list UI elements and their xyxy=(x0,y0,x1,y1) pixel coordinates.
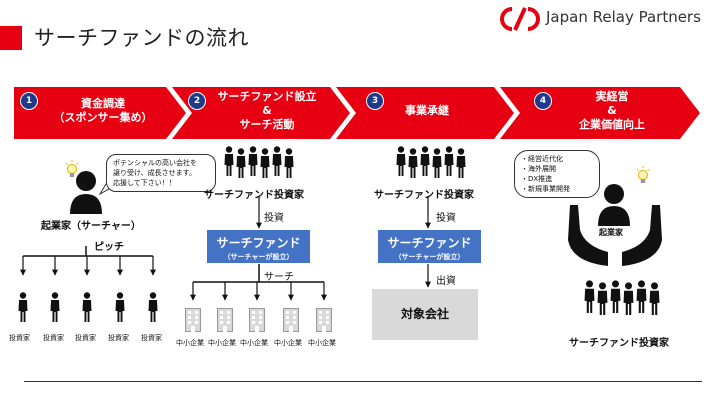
sme-label: 中小企業 xyxy=(240,339,268,347)
idea-bulb-icon xyxy=(636,166,650,184)
step-4-line1: 実経営 xyxy=(595,90,629,103)
step-1-line1: 資金調達 xyxy=(81,97,125,110)
search-fund-box: サーチファンド （サーチャーが設立） xyxy=(207,230,310,263)
target-company-box: 対象会社 xyxy=(372,289,478,340)
brand-logo-icon xyxy=(500,7,540,31)
supporting-hands-icon xyxy=(568,205,662,266)
step-1-badge: 1 xyxy=(20,92,38,110)
sme-label: 中小企業 xyxy=(176,339,204,347)
founder-icon xyxy=(598,184,630,226)
bubble-line: 譲り受け、成長させます。 xyxy=(113,169,196,177)
bubble-line: ・海外展開 xyxy=(521,165,556,173)
col3-investors-label: サーチファンド投資家 xyxy=(374,190,474,201)
bubble-line: 応援して下さい！！ xyxy=(113,179,176,187)
founder-icon xyxy=(70,171,102,214)
bubble-line: ・DX推進 xyxy=(521,175,553,183)
sme-label: 中小企業 xyxy=(308,339,336,347)
bubble-line: ・新規事業開発 xyxy=(521,185,570,193)
search-fund-investors-icon xyxy=(584,280,660,315)
step-4-label: 実経営 & 企業価値向上 xyxy=(552,90,672,132)
sme-label: 中小企業 xyxy=(274,339,302,347)
step-3-label: 事業承継 xyxy=(372,104,482,118)
footer-divider xyxy=(24,381,702,382)
step-2-label: サーチファンド設立 & サーチ活動 xyxy=(202,90,332,132)
founder-label: 起業家（サーチャー） xyxy=(41,221,141,232)
fund-subtitle: （サーチャーが設立） xyxy=(223,253,294,261)
title-accent-bar xyxy=(0,26,22,50)
founder-speech-bubble: ポテンシャルの高い会社を 譲り受け、成長させます。 応援して下さい！！ xyxy=(106,154,216,192)
col2-invest-label: 投資 xyxy=(264,213,284,224)
fund-title: サーチファンド xyxy=(387,236,472,250)
investor-label: 投資家 xyxy=(9,334,30,342)
capital-label: 出資 xyxy=(436,276,456,287)
investor-label: 投資家 xyxy=(43,334,64,342)
bubble-line: ポテンシャルの高い会社を xyxy=(113,159,197,167)
step-2-line2: & xyxy=(262,104,272,117)
investor-label: 投資家 xyxy=(141,334,162,342)
investor-label: 投資家 xyxy=(108,334,129,342)
step-2-line1: サーチファンド設立 xyxy=(217,90,317,103)
step-4-line2: & xyxy=(607,104,617,117)
step-2-line3: サーチ活動 xyxy=(239,118,295,131)
brand-name: Japan Relay Partners xyxy=(546,8,701,26)
col4-founder-label: 起業家 xyxy=(599,228,623,237)
fund-subtitle: （サーチャーが設立） xyxy=(394,253,465,261)
step-4-badge: 4 xyxy=(534,92,552,110)
fund-title: サーチファンド xyxy=(216,236,301,250)
search-fund-box: サーチファンド （サーチャーが設立） xyxy=(378,230,481,263)
step-1-label: 資金調達 （スポンサー集め） xyxy=(40,97,166,125)
step-2-badge: 2 xyxy=(188,92,206,110)
col3-invest-label: 投資 xyxy=(436,213,456,224)
step-4-line3: 企業価値向上 xyxy=(579,118,645,131)
pitch-label: ピッチ xyxy=(94,242,124,253)
investor-label: 投資家 xyxy=(75,334,96,342)
col2-investors-label: サーチファンド投資家 xyxy=(204,190,304,201)
search-label: サーチ xyxy=(264,272,294,283)
value-up-speech-bubble: ・経営近代化 ・海外展開 ・DX推進 ・新規事業開発 xyxy=(514,150,600,198)
step-1-line2: （スポンサー集め） xyxy=(53,111,153,124)
sme-label: 中小企業 xyxy=(208,339,236,347)
step-arrow-2 xyxy=(172,87,350,139)
step-3-line1: 事業承継 xyxy=(405,104,449,117)
step-3-badge: 3 xyxy=(366,92,384,110)
bubble-line: ・経営近代化 xyxy=(521,155,563,163)
step-arrow-1 xyxy=(14,87,186,139)
col4-investors-label: サーチファンド投資家 xyxy=(569,338,669,349)
page-title: サーチファンドの流れ xyxy=(34,26,249,50)
